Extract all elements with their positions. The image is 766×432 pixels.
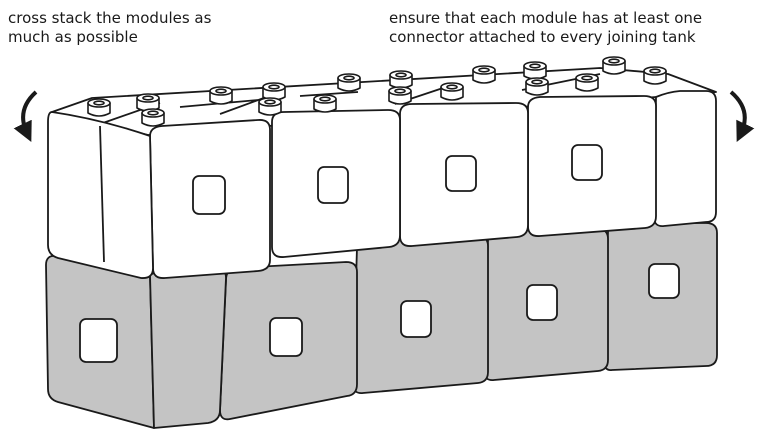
connector <box>389 70 413 89</box>
connector <box>87 98 111 117</box>
top-module <box>47 111 154 279</box>
bottom-module <box>603 222 718 371</box>
module-window <box>79 318 118 363</box>
connector <box>262 82 286 101</box>
connector <box>388 86 412 105</box>
module-window <box>526 284 558 321</box>
top-module <box>399 102 529 247</box>
connector <box>440 82 464 101</box>
top-row <box>47 67 717 279</box>
connectors <box>87 56 667 127</box>
module-window <box>400 300 432 338</box>
connector <box>258 97 282 116</box>
top-module <box>653 90 717 227</box>
connector <box>525 77 549 96</box>
connector <box>136 93 160 112</box>
right-annotation: ensure that each module has at least one… <box>389 9 703 46</box>
module-window <box>571 144 603 181</box>
connector <box>209 86 233 105</box>
top-module <box>527 95 657 237</box>
module-window <box>445 155 477 192</box>
top-module <box>149 119 271 279</box>
bottom-module <box>219 261 358 421</box>
module-window <box>648 263 680 299</box>
module-window <box>269 317 303 357</box>
connector <box>643 66 667 85</box>
bottom-module <box>483 228 609 381</box>
connector <box>575 73 599 92</box>
bottom-module <box>45 255 227 429</box>
module-window <box>317 166 349 204</box>
bottom-row <box>45 222 718 429</box>
right-curved-arrow <box>729 90 755 143</box>
connector <box>472 65 496 84</box>
top-module <box>271 109 401 258</box>
left-curved-arrow <box>13 90 38 143</box>
connector <box>141 108 165 127</box>
connector <box>523 61 547 80</box>
connector <box>313 94 337 113</box>
connector <box>337 73 361 92</box>
connector <box>602 56 626 75</box>
left-annotation: cross stack the modules as much as possi… <box>8 9 212 46</box>
bottom-module <box>352 235 489 394</box>
module-window <box>192 175 226 215</box>
